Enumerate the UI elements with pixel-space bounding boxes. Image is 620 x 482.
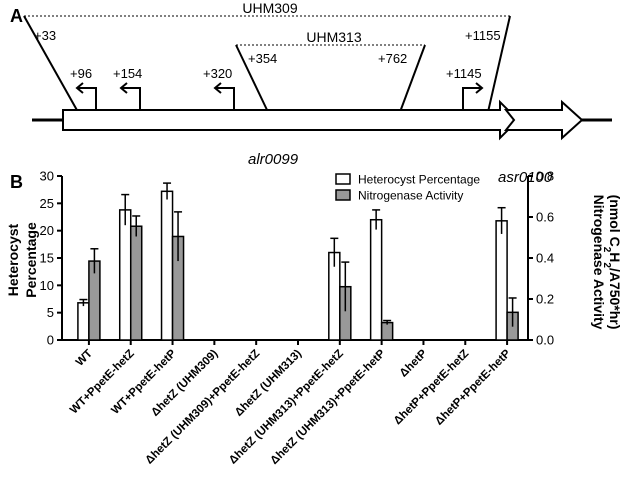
heterocyst-bar [495,220,508,341]
uhm309-label: UHM309 [242,0,297,16]
left-tick-label: 0 [47,333,54,348]
pos-label-354: +354 [248,51,277,66]
promoter-arrow-96 [75,82,97,112]
left-axis-title: Heterocyst [5,223,21,296]
right-axis-title-line2: (nmol C2H2/A750*hr) [602,195,620,330]
right-tick-label: 0.4 [536,251,554,266]
uhm309-left-line [23,15,79,113]
pos-label-33: +33 [34,28,56,43]
right-tick-label: 0.0 [536,333,554,348]
right-tick-label: 0.8 [536,169,554,184]
left-tick-label: 5 [47,305,54,320]
heterocyst-bar [160,190,174,341]
nitrogenase-bar [129,225,143,341]
left-tick-label: 20 [40,223,54,238]
category-label: ΔhetP [398,347,430,379]
pos-label-1155: +1155 [465,28,501,43]
pos-label-96: +96 [70,66,92,81]
promoter-arrow-154 [119,82,141,112]
left-axis-title-2: Percentage [23,222,39,298]
pos-label-320: +320 [203,66,232,81]
gene-label-alr0099: alr0099 [248,151,299,168]
pos-label-154: +154 [113,66,142,81]
legend-swatch-nitrogenase [335,189,351,201]
panel-b-letter: B [10,172,23,192]
bar-chart: 0510152025300.00.20.40.60.8WTWT+PpetE-he… [40,169,555,468]
left-tick-label: 15 [40,251,54,266]
legend-swatch-heterocyst [335,173,351,185]
right-axis-title-2: (nmol C2H2/A750*hr) [602,195,620,330]
heterocyst-bar [369,218,383,341]
uhm313-label: UHM313 [306,29,361,45]
legend-label-heterocyst: Heterocyst Percentage [358,173,480,187]
promoter-arrow-320 [213,82,235,112]
gene-arrow-asr0100 [503,99,584,141]
panel-a: A UHM309 UHM313 +33 +1155 +354 +762 +96 … [10,0,612,186]
promoter-arrow-1145 [462,82,484,112]
left-tick-label: 25 [40,196,54,211]
panel-b: B Heterocyst Percentage Nitrogenase Acti… [5,169,620,468]
category-label: ΔhetP+PpetE-hetP [433,347,513,427]
gene-label-asr0100: asr0100 [498,169,553,186]
right-axis-title: Nitrogenase Activity [591,195,607,330]
uhm309-right-line [487,15,511,113]
pos-label-762: +762 [378,51,407,66]
left-axis-title-line1: Heterocyst [5,223,21,296]
right-tick-label: 0.6 [536,210,554,225]
heterocyst-bar [118,209,132,341]
panel-a-letter: A [10,6,23,26]
left-axis-title-line2: Percentage [23,222,39,298]
gene-arrow-alr0099 [62,99,520,141]
legend-label-nitrogenase: Nitrogenase Activity [358,189,463,203]
nitrogenase-bar [380,321,394,341]
category-label: ΔhetP+PpetE-hetZ [392,348,472,428]
right-tick-label: 0.2 [536,292,554,307]
heterocyst-bar [77,302,90,341]
uhm313-left-line [235,44,269,113]
pos-label-1145: +1145 [446,66,482,81]
left-tick-label: 30 [40,169,54,184]
uhm313-right-line [399,44,426,113]
category-label: WT [74,348,95,369]
right-axis-title-line1: Nitrogenase Activity [591,195,607,330]
left-tick-label: 10 [40,278,54,293]
